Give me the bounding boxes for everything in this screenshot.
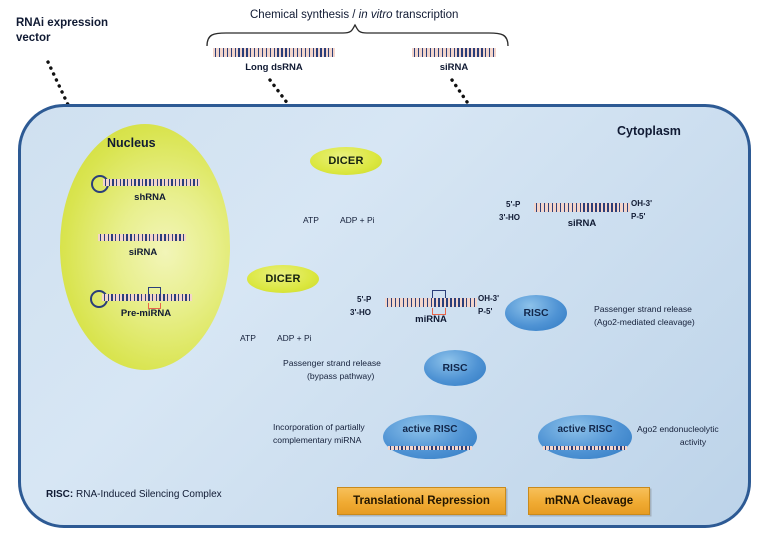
mirna-5p-end: 5'-P — [357, 295, 372, 304]
premirna-bulge-lower — [148, 303, 161, 309]
bypass-note-line1: Passenger strand release — [283, 358, 381, 368]
sirna-p5-end: P-5' — [631, 212, 646, 221]
chemical-synthesis-brace — [206, 23, 509, 47]
mirna-oh3-end: OH-3' — [478, 294, 500, 303]
active-risc-right-label: active RISC — [557, 424, 613, 435]
cytoplasm-label: Cytoplasm — [617, 124, 681, 138]
incorporation-note-line2: complementary miRNA — [273, 435, 362, 445]
active-risc-left: active RISC — [383, 415, 477, 459]
atp-label-top: ATP — [303, 215, 319, 225]
incorporation-note-line1: Incorporation of partially — [273, 422, 365, 432]
legend-abbrev: RISC: — [46, 489, 74, 500]
mirna-label: miRNA — [415, 314, 447, 325]
ago2-note-line1: Passenger strand release — [594, 304, 692, 314]
sirna-5p-end: 5'-P — [506, 200, 521, 209]
endonucleolytic-note-line2: activity — [679, 437, 707, 447]
active-risc-left-label: active RISC — [402, 424, 458, 435]
mirna-duplex — [385, 296, 477, 309]
cytoplasmic-sirna-label: siRNA — [567, 218, 597, 229]
translational-repression-box: Translational Repression — [337, 487, 506, 515]
nuclear-sirna-duplex — [98, 232, 186, 243]
dicer-top: DICER — [310, 147, 382, 175]
rnai-vector-label-line2: vector — [16, 32, 51, 44]
adp-label-top: ADP + Pi — [340, 215, 375, 225]
brace-caption-plain: Chemical synthesis / — [250, 9, 356, 21]
premirna-label: Pre-miRNA — [120, 308, 172, 319]
synthetic-sirna-duplex — [412, 46, 496, 59]
legend-expansion: RNA-Induced Silencing Complex — [73, 489, 222, 500]
nuclear-sirna-label: siRNA — [128, 247, 158, 258]
long-dsrna-label: Long dsRNA — [245, 62, 303, 73]
mirna-3ho-end: 3'-HO — [350, 308, 372, 317]
legend: RISC: RNA-Induced Silencing Complex — [46, 489, 222, 502]
sirna-3ho-end: 3'-HO — [499, 213, 521, 222]
brace-caption-tail: transcription — [395, 9, 459, 21]
active-risc-right: active RISC — [538, 415, 632, 459]
shrna-label: shRNA — [134, 192, 166, 203]
bypass-note-line2: (bypass pathway) — [307, 371, 375, 381]
active-risc-left-duplex — [388, 444, 472, 452]
active-risc-right-duplex — [543, 444, 627, 452]
rnai-vector-label-line1: RNAi expression — [16, 17, 109, 29]
brace-caption: Chemical synthesis / in vitro transcript… — [250, 8, 458, 22]
mirna-bulge-upper — [432, 290, 446, 298]
risc-left: RISC — [424, 350, 486, 386]
mirna-bulge-lower — [432, 308, 446, 315]
mirna-p5-end: P-5' — [478, 307, 493, 316]
atp-label-bottom: ATP — [240, 333, 256, 343]
dicer-bottom: DICER — [247, 265, 319, 293]
sirna-oh3-end: OH-3' — [631, 199, 653, 208]
nucleus — [60, 124, 230, 370]
premirna-duplex — [102, 292, 192, 303]
mrna-cleavage-box: mRNA Cleavage — [528, 487, 650, 515]
cytoplasmic-sirna-duplex — [534, 201, 630, 214]
nucleus-label: Nucleus — [107, 136, 156, 150]
synthetic-sirna-label: siRNA — [439, 62, 469, 73]
endonucleolytic-note-line1: Ago2 endonucleolytic — [637, 424, 719, 434]
brace-caption-italic: in vitro — [358, 9, 393, 21]
ago2-note-line2: (Ago2-mediated cleavage) — [594, 317, 695, 327]
shrna-duplex — [103, 177, 200, 188]
adp-label-bottom: ADP + Pi — [277, 333, 312, 343]
premirna-bulge — [148, 287, 161, 294]
risc-right: RISC — [505, 295, 567, 331]
long-dsrna-duplex — [213, 46, 335, 59]
